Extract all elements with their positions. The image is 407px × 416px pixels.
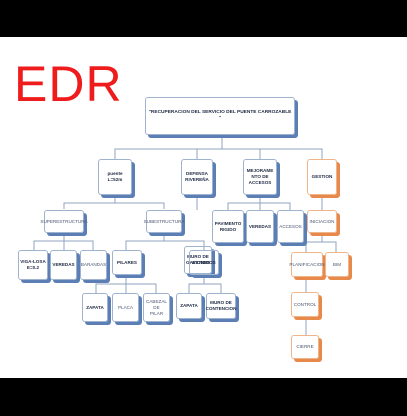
connector bbox=[125, 233, 165, 250]
node-defensa-riverena: DEFENSA RIVEREÑA bbox=[181, 159, 213, 195]
connector bbox=[164, 240, 205, 250]
node-cabezal-pilar: CABEZAL DE PILAR bbox=[143, 293, 170, 322]
connector bbox=[305, 233, 323, 252]
connector-lines bbox=[33, 135, 337, 335]
node-estribos: ESTRIBOS bbox=[189, 250, 219, 275]
node-planificacion: PLANIFICACION bbox=[289, 252, 325, 277]
connector bbox=[115, 202, 165, 209]
node-viga-losa: VIGA-LOSA E=0.2 bbox=[18, 250, 48, 280]
page-title: EDR bbox=[14, 56, 123, 112]
node-root: "RECUPERACION DEL SERVICIO DEL PUENTE CA… bbox=[145, 97, 295, 135]
connector bbox=[260, 202, 291, 210]
node-muro-gaviones: MURO DE GAVIONES bbox=[184, 246, 212, 274]
connector bbox=[33, 233, 65, 250]
connector bbox=[188, 275, 205, 293]
node-iniciacion: INICIACION bbox=[307, 210, 337, 233]
node-zapata-pilares: ZAPATA bbox=[82, 293, 108, 322]
node-mejoramiento-accesos: MEJORAME NTO DE ACCESOS bbox=[243, 159, 277, 195]
node-barandas: BARANDAS bbox=[80, 250, 107, 280]
connector bbox=[95, 275, 127, 293]
node-muro-contencion: MURO DE CONTENCION bbox=[206, 293, 236, 319]
node-placa: PLACA bbox=[112, 293, 139, 322]
node-veredas: VEREDAS bbox=[50, 250, 77, 280]
node-superestructura: SUPERESTRUCTURA bbox=[40, 210, 88, 233]
diagram-canvas: EDR bbox=[0, 37, 407, 378]
node-cierre: CIERRE bbox=[291, 335, 319, 359]
connector bbox=[322, 241, 337, 252]
node-bim: BIM bbox=[325, 252, 349, 277]
connector bbox=[222, 148, 323, 159]
node-veredas-accesos: VEREDAS bbox=[246, 210, 274, 243]
connector bbox=[204, 283, 222, 293]
connector bbox=[227, 195, 261, 210]
connector bbox=[126, 283, 157, 293]
node-pavimento-rigido: PAVIMENTO RIGIDO bbox=[212, 210, 244, 243]
node-pilares: PILARES bbox=[112, 250, 142, 275]
connector bbox=[114, 135, 223, 159]
node-subestructura: SUBESTRUCTURA bbox=[144, 210, 184, 233]
node-control: CONTROL bbox=[291, 292, 319, 317]
connector bbox=[64, 240, 94, 250]
node-puente: puente L=52m bbox=[98, 159, 132, 195]
node-accesos: ACCESOS bbox=[277, 210, 304, 243]
node-gestion: GESTION bbox=[307, 159, 337, 195]
connector bbox=[63, 195, 116, 209]
node-zapata-estribos: ZAPATA bbox=[176, 293, 202, 319]
